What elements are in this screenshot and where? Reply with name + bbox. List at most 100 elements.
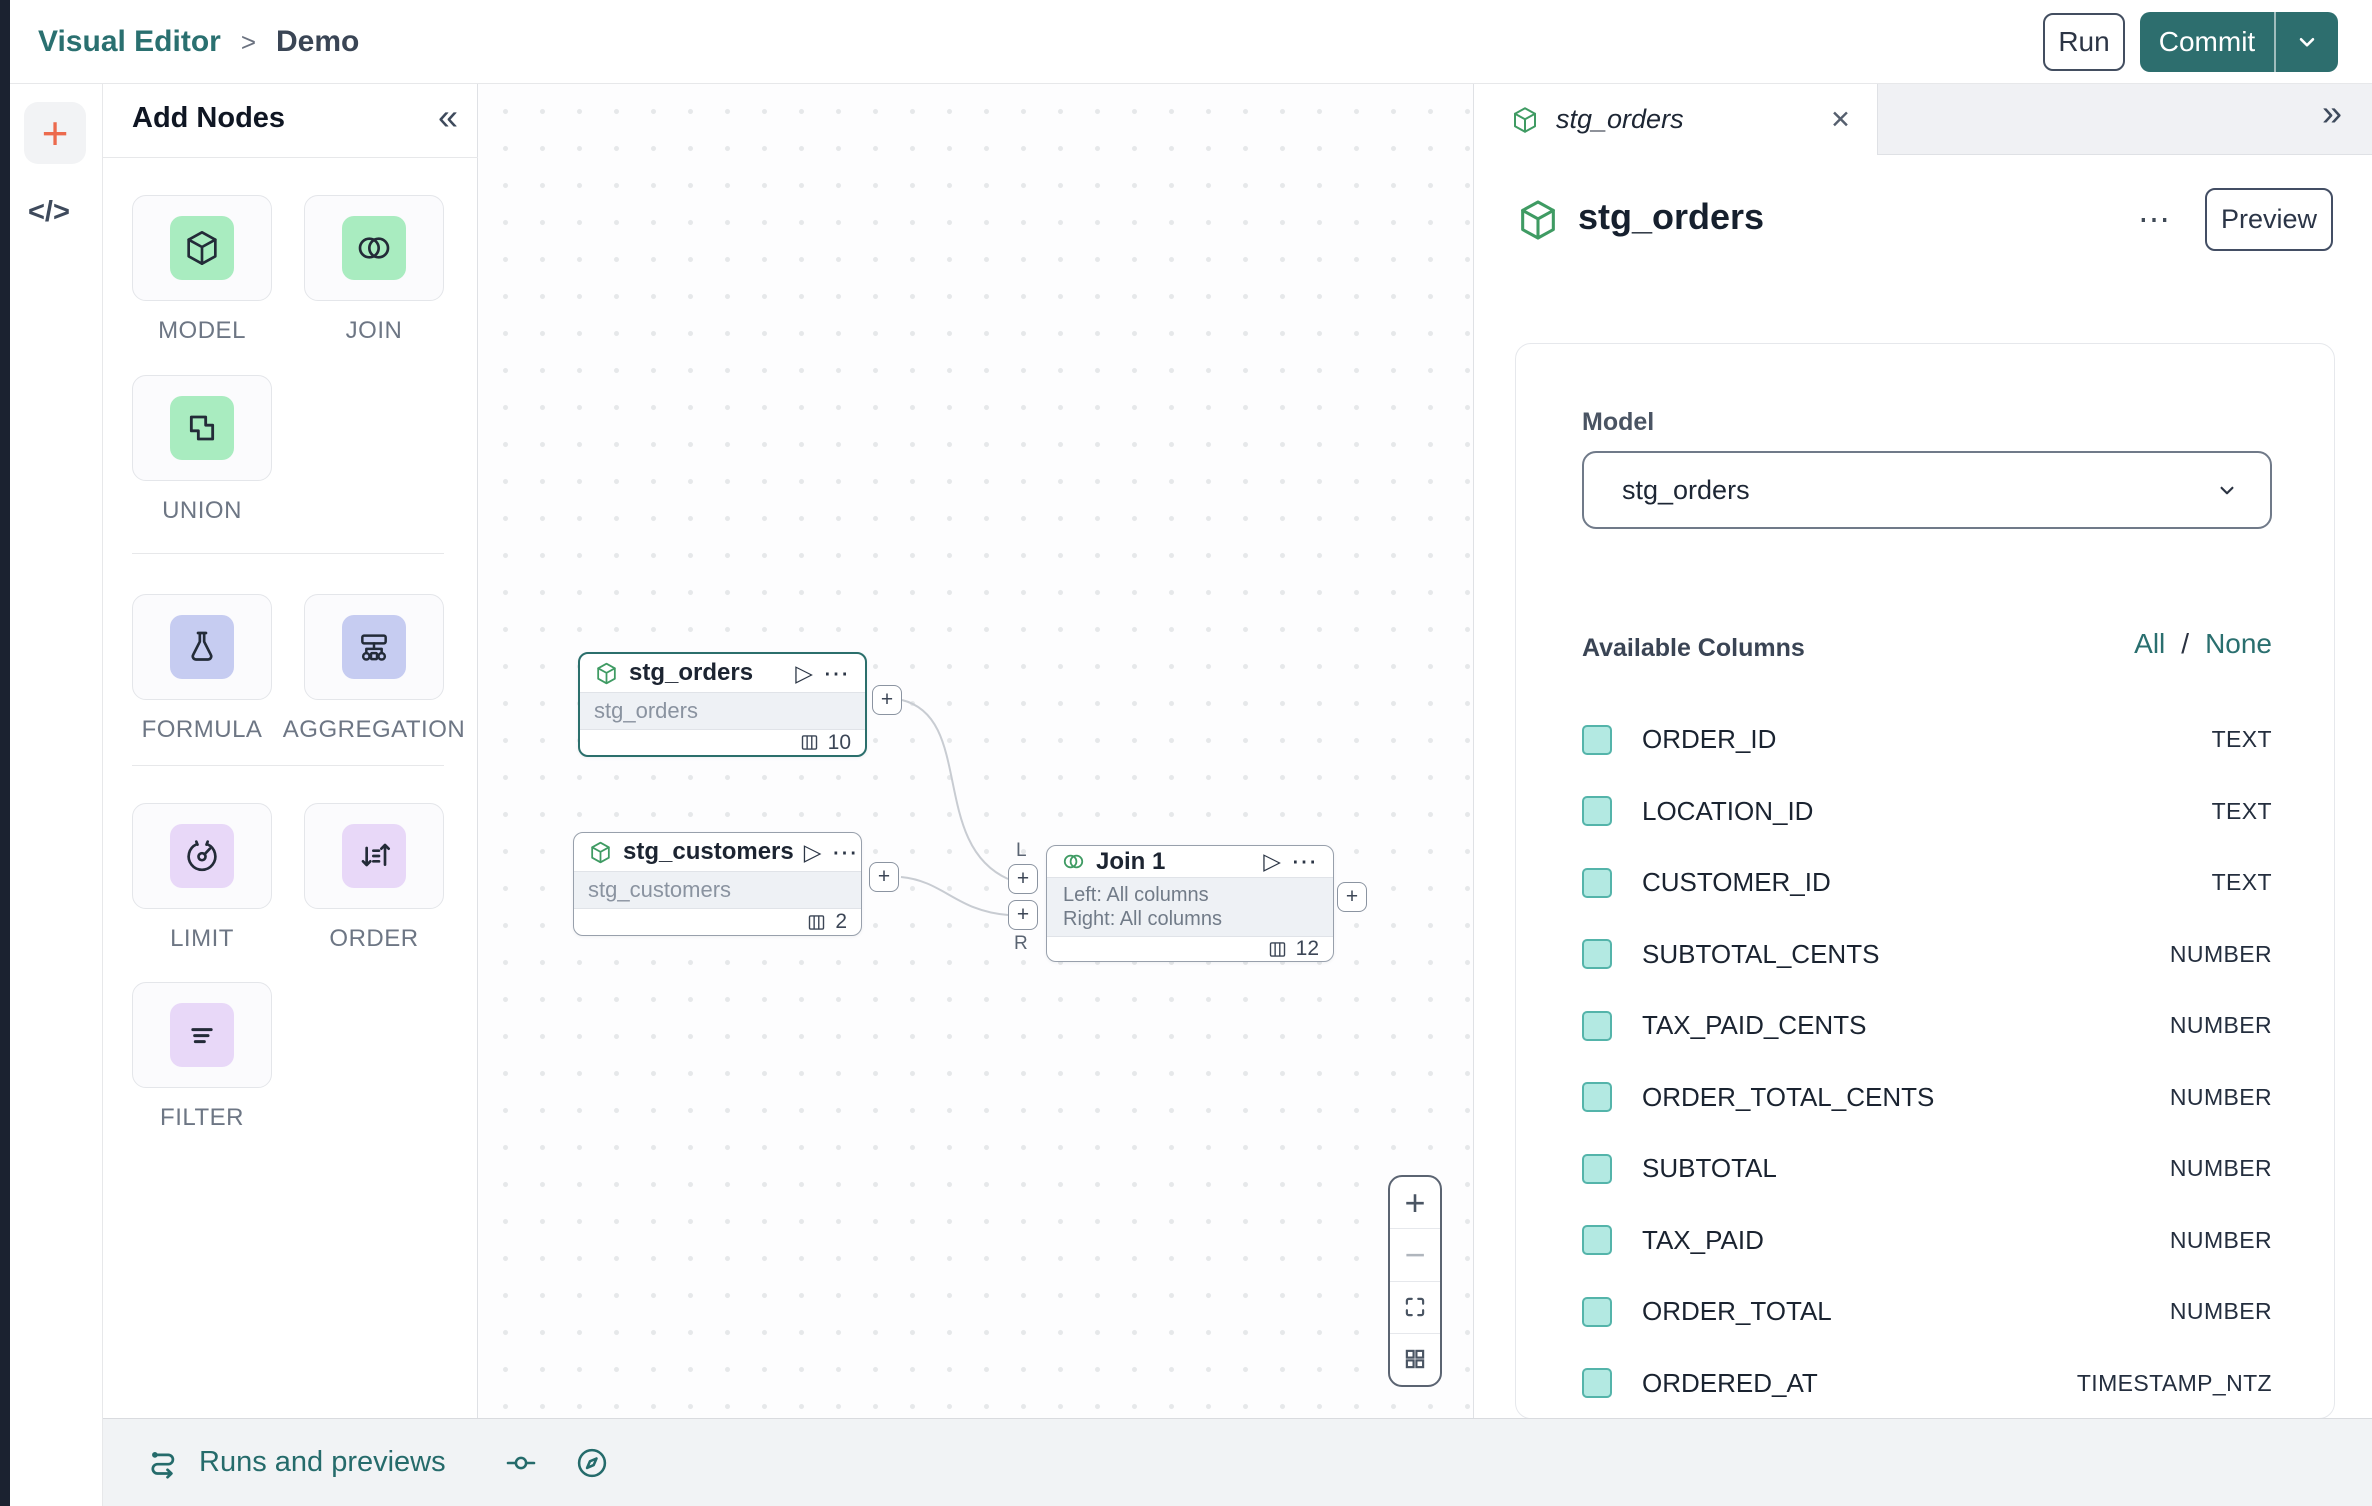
column-type: TEXT [2211,797,2272,824]
palette-item-aggregation[interactable]: AGGREGATION [283,594,465,744]
column-checkbox[interactable] [1582,1368,1612,1399]
column-checkbox[interactable] [1582,939,1612,970]
more-menu-icon[interactable]: ⋯ [1291,846,1319,876]
column-list: ORDER_ID TEXT LOCATION_ID TEXT CUSTOMER_… [1582,704,2272,1419]
expand-panel-icon[interactable]: » [2322,92,2343,133]
compass-icon[interactable] [574,1445,610,1481]
collapse-panel-icon[interactable]: « [438,96,459,137]
join-left-columns: Left: All columns [1063,884,1209,906]
input-port-join-right[interactable]: + [1008,900,1038,930]
palette-item-formula[interactable]: FORMULA [132,594,272,744]
node-stg-orders[interactable]: stg_orders ▷ ⋯ stg_orders 10 [578,652,867,757]
flask-icon [170,615,234,679]
column-checkbox[interactable] [1582,1082,1612,1113]
more-menu-icon[interactable]: ⋯ [823,657,851,688]
palette-label: LIMIT [170,925,234,952]
chevron-down-icon [2214,477,2240,503]
column-row: ORDERED_AT TIMESTAMP_NTZ [1582,1348,2272,1420]
column-type: TEXT [2211,869,2272,896]
panel-title: stg_orders [1578,196,1765,237]
more-menu-icon[interactable]: ⋯ [831,836,860,867]
node-subtitle: stg_orders [580,692,865,730]
palette-item-union[interactable]: UNION [132,375,272,525]
column-checkbox[interactable] [1582,1153,1612,1184]
column-checkbox[interactable] [1582,1225,1612,1256]
column-checkbox[interactable] [1582,867,1612,898]
commit-dropdown-button[interactable] [2276,12,2338,72]
palette-item-order[interactable]: ORDER [304,803,444,953]
commit-node-icon[interactable] [504,1446,538,1480]
column-type: TEXT [2211,726,2272,753]
columns-icon [799,732,820,753]
port-label-right: R [1014,933,1028,954]
column-row: ORDER_TOTAL_CENTS NUMBER [1582,1062,2272,1134]
model-select[interactable]: stg_orders [1582,451,2272,529]
cube-icon [1510,105,1540,135]
add-button[interactable]: + [24,102,86,164]
cube-icon [170,216,234,280]
node-footer: 2 [574,909,861,935]
column-type: NUMBER [2169,1226,2272,1253]
palette-item-filter[interactable]: FILTER [132,982,272,1132]
divider [132,765,444,766]
column-name: LOCATION_ID [1642,795,1814,826]
link-separator: / [2181,628,2190,659]
column-name: ORDER_TOTAL [1642,1296,1832,1327]
palette-item-limit[interactable]: LIMIT [132,803,272,953]
bottom-bar: Runs and previews [103,1418,2372,1506]
runs-and-previews-label: Runs and previews [199,1446,446,1478]
close-icon[interactable]: ✕ [1830,105,1851,134]
play-icon[interactable]: ▷ [795,659,813,686]
palette-card [132,803,272,909]
zoom-out-button[interactable]: − [1390,1228,1440,1280]
node-subtitle: stg_customers [574,871,861,909]
palette-label: FILTER [160,1104,244,1131]
select-all-link[interactable]: All [2134,628,2166,659]
output-port-stg-customers[interactable]: + [869,862,899,892]
more-menu-icon[interactable]: ⋯ [2138,201,2173,237]
column-row: ORDER_TOTAL NUMBER [1582,1276,2272,1348]
output-port-join[interactable]: + [1337,882,1367,912]
select-none-link[interactable]: None [2205,628,2272,659]
tab-stg-orders[interactable]: stg_orders ✕ [1474,84,1878,155]
node-footer: 12 [1047,937,1333,961]
column-checkbox[interactable] [1582,1296,1612,1327]
node-join-1[interactable]: Join 1 ▷ ⋯ Left: All columns Right: All … [1046,845,1334,962]
breadcrumb-root-link[interactable]: Visual Editor [38,25,221,58]
palette-card [132,375,272,481]
column-count: 12 [1295,937,1319,960]
commit-button[interactable]: Commit [2158,26,2256,57]
play-icon[interactable]: ▷ [803,838,822,865]
input-port-join-left[interactable]: + [1008,864,1038,894]
palette-item-join[interactable]: JOIN [304,195,444,345]
column-checkbox[interactable] [1582,724,1612,755]
column-name: SUBTOTAL [1642,1153,1777,1184]
divider [132,553,444,554]
runs-flow-icon [145,1445,181,1481]
palette-card [132,982,272,1088]
fit-view-button[interactable] [1390,1280,1440,1333]
output-port-stg-orders[interactable]: + [872,685,902,715]
column-checkbox[interactable] [1582,796,1612,827]
collapsed-sidebar-strip [0,0,10,1506]
run-button[interactable]: Run [2043,13,2125,71]
model-field-label: Model [1582,408,1655,436]
palette-item-model[interactable]: MODEL [132,195,272,345]
zoom-in-button[interactable]: + [1404,1181,1426,1223]
column-count: 2 [835,910,847,933]
node-footer: 10 [580,730,865,755]
columns-icon [1267,939,1288,960]
preview-button[interactable]: Preview [2205,188,2333,251]
commit-divider [2274,12,2276,72]
column-row: TAX_PAID_CENTS NUMBER [1582,990,2272,1062]
play-icon[interactable]: ▷ [1263,848,1281,874]
node-stg-customers[interactable]: stg_customers ▷ ⋯ stg_customers 2 [573,832,862,936]
auto-layout-button[interactable] [1390,1332,1440,1385]
join-icon [1061,849,1086,874]
node-header: stg_customers ▷ ⋯ [574,833,861,871]
runs-and-previews-button[interactable]: Runs and previews [145,1445,446,1481]
code-view-icon[interactable]: </> [28,196,70,228]
node-title: Join 1 [1096,847,1166,875]
column-checkbox[interactable] [1582,1010,1612,1041]
